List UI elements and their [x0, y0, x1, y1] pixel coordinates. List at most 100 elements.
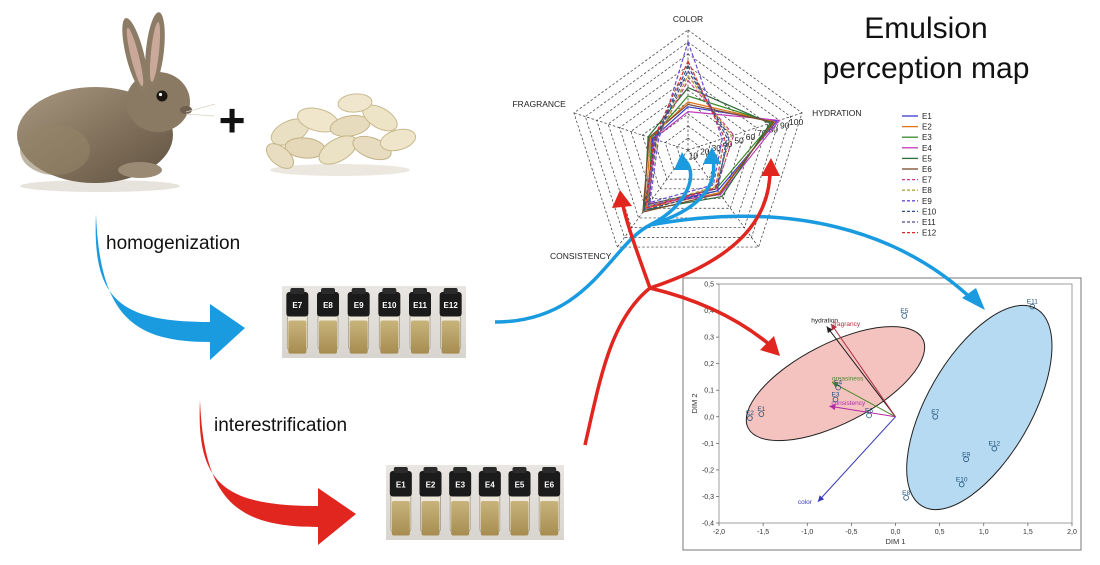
- pca-x-tick-label: 1,0: [979, 529, 989, 536]
- radar-grid-ring: [596, 53, 780, 229]
- blue-link-radar-2-head: [703, 147, 721, 164]
- interesterification-arrow: [199, 400, 356, 545]
- pca-point-label: E5: [900, 308, 908, 315]
- pca-point-e7: [932, 413, 939, 420]
- pumpkin-seeds-illustration: [265, 93, 417, 176]
- pca-point-e6: [866, 412, 872, 419]
- legend-label: E5: [922, 154, 932, 163]
- pca-vector-head: [826, 326, 833, 334]
- pca-point-label: E8: [902, 490, 910, 497]
- pca-point-e10: [958, 481, 965, 488]
- radar-axis-label: HYDRATION: [812, 108, 861, 118]
- vial-label: E11: [413, 301, 427, 310]
- blue-link-pca: [649, 214, 977, 304]
- vial-e12: E12: [439, 288, 462, 354]
- radar-grid-ring: [676, 137, 700, 161]
- pca-x-tick-label: 0,5: [935, 529, 945, 536]
- cluster-ellipse-homogenized: [906, 304, 1053, 511]
- red-link-stem: [583, 286, 652, 446]
- interesterification-label: interestrification: [214, 415, 347, 436]
- vial-label: E2: [426, 481, 436, 490]
- pca-x-tick-label: 0,0: [891, 529, 901, 536]
- vial-label: E5: [515, 481, 525, 490]
- pca-vector-hydration: [826, 326, 896, 418]
- legend-label: E11: [922, 218, 936, 227]
- pca-x-tick-label: -1,5: [757, 529, 769, 536]
- vial-e10: E10: [378, 288, 401, 354]
- vial-label: E6: [544, 481, 554, 490]
- pca-point-e8: [903, 494, 909, 501]
- pca-point-label: E7: [931, 409, 939, 416]
- blue-link-pca-head: [962, 288, 985, 310]
- vial-label: E7: [292, 301, 302, 310]
- radar-tick-label: 30: [712, 143, 722, 153]
- pca-y-tick-label: 0,0: [704, 414, 714, 421]
- vial-e11: E11: [409, 288, 431, 354]
- pca-point-e5: [901, 313, 908, 319]
- pca-point-e1: [758, 411, 765, 417]
- vial-label: E8: [323, 301, 333, 310]
- pca-y-tick-label: -0,4: [702, 521, 714, 528]
- homogenization-arrow: [95, 214, 245, 360]
- vial-e9: E9: [347, 288, 370, 354]
- pca-x-tick-label: -1,0: [801, 529, 813, 536]
- pca-y-tick-label: 0,3: [704, 335, 714, 342]
- pca-point-e2: [747, 415, 753, 421]
- radar-grid-ring: [664, 125, 712, 170]
- radar-grid-ring: [607, 65, 769, 219]
- pca-vector-color: [817, 416, 896, 503]
- legend-label: E3: [922, 133, 932, 142]
- pca-vector-fragrancy: [830, 323, 896, 418]
- pca-y-tick-label: 0,2: [704, 361, 714, 368]
- vial-e7: E7: [286, 288, 309, 354]
- radar-series-e11: [647, 69, 730, 206]
- radar-tick-label: 90: [780, 121, 790, 131]
- radar-series-e5: [643, 86, 772, 211]
- vial-label: E3: [455, 481, 465, 490]
- pca-vector-head: [831, 323, 837, 331]
- homogenization-label: homogenization: [106, 233, 240, 254]
- pca-y-tick-label: 0,5: [704, 282, 714, 289]
- pca-point-e4: [835, 384, 841, 391]
- pca-point-e12: [991, 445, 998, 452]
- red-link-pca-head: [760, 336, 780, 356]
- pca-vector-label: fragrancy: [833, 321, 861, 328]
- radar-tick-label: 100: [789, 117, 803, 127]
- legend-label: E9: [922, 197, 932, 206]
- pca-point-label: E1: [757, 406, 765, 413]
- pca-point-label: E10: [956, 476, 968, 483]
- radar-axis-label: CONSISTENCY: [550, 251, 612, 261]
- pca-y-axis-title: DIM 2: [690, 393, 699, 413]
- legend-label: E1: [922, 112, 932, 121]
- pca-y-tick-label: -0,3: [702, 494, 714, 501]
- vial-e3: E3: [449, 467, 472, 536]
- pca-point-label: E4: [834, 380, 842, 387]
- blue-link-radar-1-head: [674, 152, 692, 170]
- vial-e8: E8: [317, 288, 339, 354]
- pca-vector-label: greasiness: [832, 375, 864, 382]
- pca-vector-greasiness: [831, 381, 896, 418]
- pca-point-label: E12: [989, 441, 1001, 448]
- radar-spoke: [687, 112, 803, 151]
- vial-e4: E4: [478, 467, 501, 536]
- pca-point-e3: [832, 396, 839, 403]
- legend-label: E4: [922, 144, 932, 153]
- radar-tick-label: 80: [769, 124, 779, 134]
- red-link-pca: [649, 286, 772, 347]
- vials-panel-homogenized: E7 E8 E9 E10 E11 E12: [282, 286, 466, 358]
- vial-e6: E6: [538, 467, 561, 536]
- radar-axis-label: FRAGRANCE: [512, 99, 566, 109]
- pca-point-e9: [963, 456, 969, 463]
- vial-e2: E2: [419, 467, 442, 536]
- pca-point-label: E6: [865, 407, 873, 414]
- legend-label: E6: [922, 165, 932, 174]
- pca-point-label: E9: [962, 451, 970, 458]
- pca-y-tick-label: 0,1: [704, 388, 714, 395]
- pca-vector-head: [831, 382, 839, 388]
- pca-x-tick-label: 1,5: [1023, 529, 1033, 536]
- radar-grid-ring: [573, 29, 803, 248]
- legend-label: E8: [922, 186, 932, 195]
